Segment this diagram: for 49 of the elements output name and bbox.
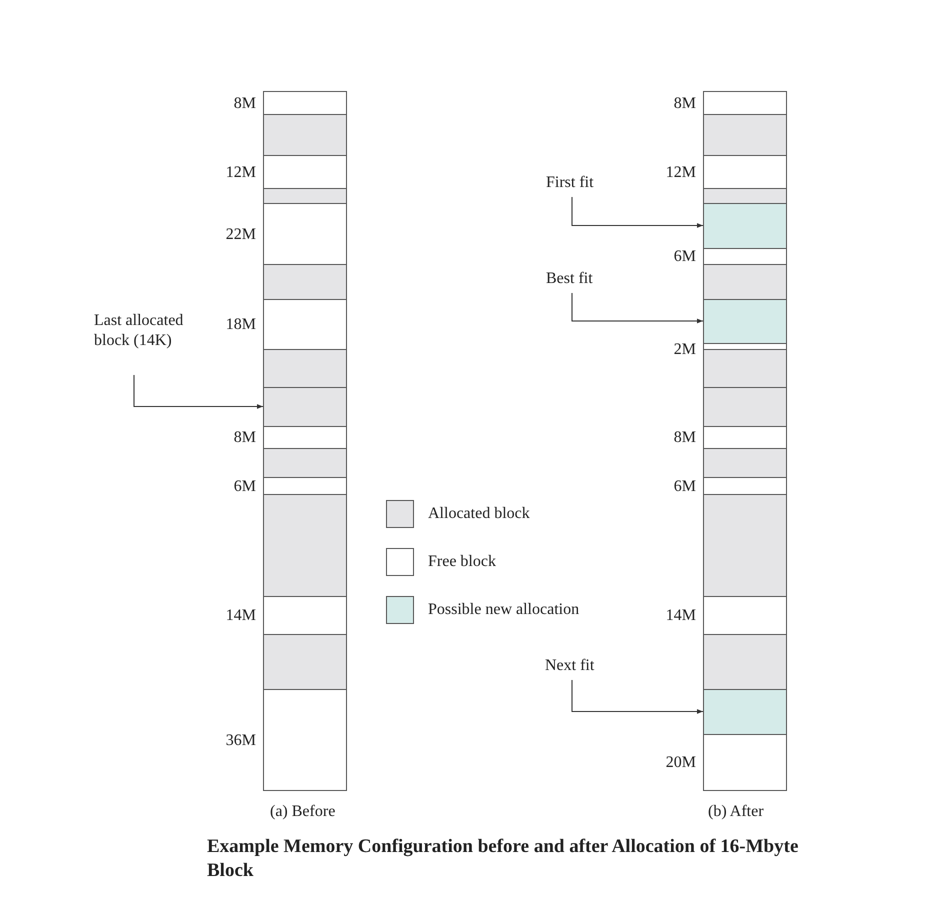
memory-block (703, 114, 787, 156)
memory-block (703, 387, 787, 427)
arrow (134, 374, 264, 409)
size-label: 22M (226, 226, 256, 242)
size-label: 14M (226, 608, 256, 624)
panel-label: (b) After (708, 802, 764, 822)
size-label: 18M (226, 317, 256, 333)
memory-block (263, 634, 347, 690)
memory-block (263, 448, 347, 478)
memory-block (263, 349, 347, 388)
size-label: 2M (674, 342, 696, 358)
memory-block (703, 264, 787, 300)
size-label: 8M (674, 430, 696, 446)
memory-block (703, 203, 787, 249)
memory-block (263, 264, 347, 300)
memory-block (703, 634, 787, 690)
size-label: 6M (674, 249, 696, 265)
memory-block (703, 349, 787, 388)
arrow-label: First fit (546, 173, 595, 193)
legend-label: Allocated block (428, 504, 530, 524)
arrow-label: Next fit (545, 656, 596, 676)
size-label: 36M (226, 732, 256, 748)
memory-block (703, 188, 787, 204)
size-label: 6M (674, 478, 696, 494)
memory-block (703, 689, 787, 735)
memory-block (263, 494, 347, 597)
size-label: 12M (666, 164, 696, 180)
panel-label: (a) Before (270, 802, 336, 822)
size-label: 8M (234, 96, 256, 112)
size-label: 12M (226, 164, 256, 180)
memory-block (703, 299, 787, 344)
memory-block (263, 114, 347, 156)
size-label: 8M (674, 96, 696, 112)
memory-block (263, 387, 347, 427)
arrow (572, 292, 704, 324)
legend-label: Free block (428, 552, 496, 572)
memory-block (263, 188, 347, 204)
memory-block (703, 448, 787, 478)
arrow (572, 196, 704, 228)
size-label: 20M (666, 755, 696, 771)
size-label: 8M (234, 430, 256, 446)
caption: Example Memory Configuration before and after Allocation of 16-Mbyte Block (207, 835, 800, 883)
memory-block (703, 494, 787, 597)
size-label: 14M (666, 608, 696, 624)
size-label: 6M (234, 478, 256, 494)
legend-label: Possible new allocation (428, 600, 580, 620)
arrow (572, 680, 704, 714)
arrow-label: Best fit (546, 269, 594, 289)
arrow-label: Last allocated block (14K) (94, 311, 184, 351)
